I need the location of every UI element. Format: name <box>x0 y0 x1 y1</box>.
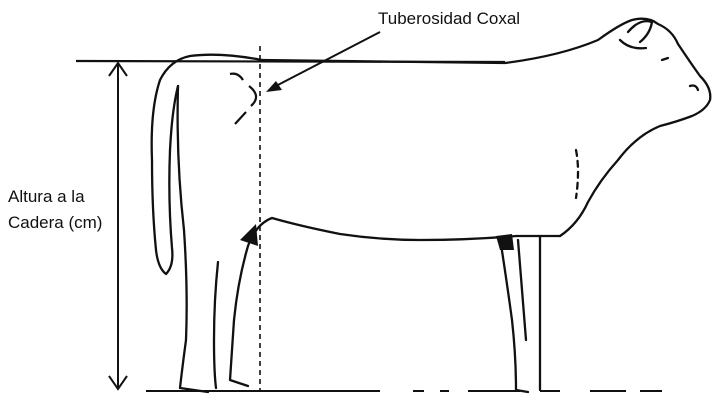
hip-height-label-line2: Cadera (cm) <box>8 210 102 236</box>
joint-shading <box>240 224 514 250</box>
hip-bone-marks <box>230 74 256 124</box>
hip-height-label: Altura a la Cadera (cm) <box>8 184 102 237</box>
height-measure-arrow <box>109 63 127 389</box>
tuberosity-label: Tuberosidad Coxal <box>378 6 520 32</box>
hip-height-label-line1: Altura a la <box>8 184 102 210</box>
